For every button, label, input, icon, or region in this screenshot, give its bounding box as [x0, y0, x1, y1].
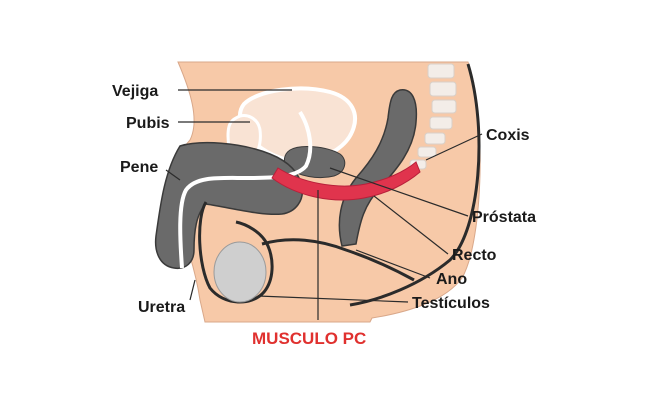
uretra-path: [178, 110, 313, 269]
leader-lines: [165, 89, 483, 320]
label-musculo-pc: MUSCULO PC: [252, 329, 366, 348]
label-vejiga: Vejiga: [112, 83, 158, 100]
label-uretra: Uretra: [138, 299, 185, 316]
perineo-outline: [261, 238, 415, 282]
recto-shape: [338, 89, 418, 247]
label-recto: Recto: [452, 247, 497, 264]
label-coxis: Coxis: [486, 127, 530, 144]
label-pubis: Pubis: [126, 115, 170, 132]
label-testiculos: Testículos: [412, 295, 490, 312]
musculo-pc-band: [271, 161, 421, 201]
testiculo-shape: [213, 241, 267, 303]
label-pene: Pene: [120, 159, 158, 176]
label-ano: Ano: [436, 271, 467, 288]
back-outline: [349, 63, 481, 307]
escroto-outline: [198, 201, 274, 304]
label-prostata: Próstata: [472, 209, 536, 226]
